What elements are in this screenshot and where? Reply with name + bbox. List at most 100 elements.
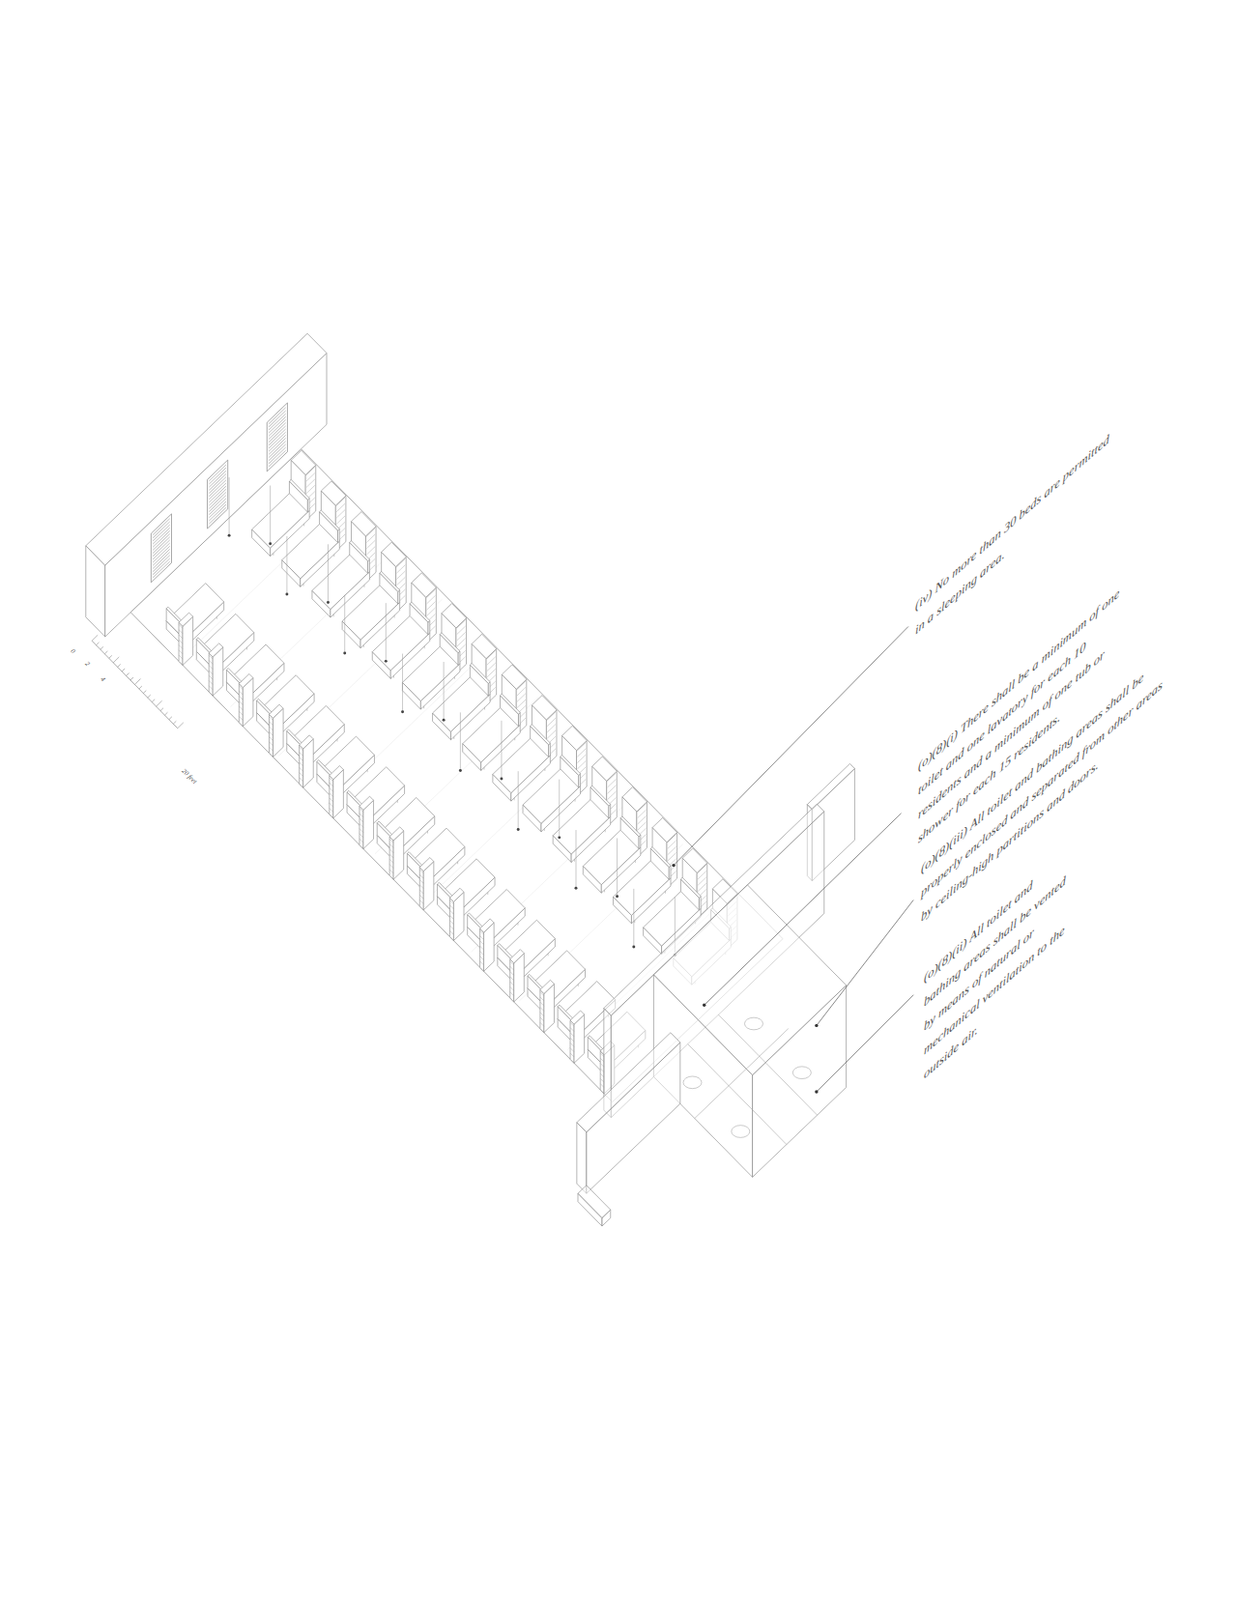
light-cord [402,654,403,713]
locker-hatch [607,791,617,800]
light-cord [632,889,634,948]
locker-hatch [667,840,677,849]
locker-hatch [208,686,213,691]
locker-hatch [576,742,586,750]
locker-hatch [336,516,346,524]
locker [329,766,345,780]
locker [531,695,557,720]
locker-hatch [306,473,316,482]
bed-headboard [608,804,611,818]
scale-line [91,640,178,728]
bed-headboard [379,571,401,592]
locker [238,684,243,727]
locker-hatch [667,852,677,861]
scale-tick [134,679,141,686]
locker-hatch [389,849,394,854]
locker [622,787,648,812]
window-blind [208,486,227,503]
bed-headboard [368,559,371,574]
locker-hatch [359,813,364,818]
window-blind [208,501,227,518]
light-cord [286,536,288,595]
locker [471,633,497,659]
locker-hatch [540,992,545,997]
back-wall [86,333,327,566]
locker-hatch [389,854,394,859]
wall-panel [806,763,855,809]
window-blind [152,524,171,542]
locker-hatch [366,540,375,548]
locker-hatch [546,718,556,726]
locker-hatch [570,1028,575,1033]
locker-hatch [637,815,647,824]
fixture-symbol [683,1076,702,1090]
locker-hatch [329,807,334,812]
bed-headboard [428,620,431,634]
locker [682,848,708,873]
bed [346,767,405,824]
light-cord [443,661,445,720]
locker [389,827,404,841]
locker-hatch [299,767,304,772]
leader-dot [814,1090,818,1094]
bed [257,675,316,732]
locker [208,653,213,696]
locker-hatch [570,1033,575,1037]
locker-hatch [306,485,316,493]
locker [510,949,525,964]
locker-hatch [419,890,424,894]
scale-tick [130,677,134,681]
locker-hatch [329,787,334,792]
locker [290,450,317,475]
scale-tick [177,722,184,729]
light-fixture [442,719,446,722]
locker-hatch [576,760,586,769]
locker-hatch [329,803,334,807]
locker-hatch [178,639,183,644]
locker-hatch [397,571,406,579]
window-blind [208,504,227,521]
window-blind [268,410,287,428]
locker-hatch [419,874,424,879]
locker [510,959,515,1003]
bed [406,828,465,885]
bed-headboard [307,498,310,513]
window-blind [208,498,227,516]
locker-hatch [419,879,424,884]
bed [196,613,255,670]
locker [299,735,315,749]
locker-hatch [517,699,526,708]
locker-hatch [540,1017,545,1022]
locker-hatch [208,675,213,680]
light-fixture [517,828,520,832]
locker-hatch [178,624,183,629]
locker-hatch [397,558,406,567]
fixture-symbol [731,1125,750,1139]
scale-number: 0 [68,647,78,657]
light-cord [460,712,461,771]
locker-hatch [268,716,273,720]
locker-hatch [299,757,304,762]
window-blind [208,473,227,490]
locker [381,542,407,567]
locker-hatch [366,534,375,543]
locker-hatch [238,686,243,691]
bed-headboard [488,682,490,696]
window-blind [152,548,171,566]
locker-hatch [480,935,485,940]
locker [480,919,495,933]
leader-dot [702,1004,706,1007]
locker-hatch [419,885,424,890]
locker-hatch [449,910,454,915]
locker [419,867,424,911]
leader-dot [814,1024,818,1028]
window-blind [208,483,227,500]
light-cord [517,771,519,830]
locker [540,989,545,1033]
locker-hatch [329,777,334,782]
window-blind [268,419,287,436]
locker-hatch [397,576,406,585]
locker-hatch [419,899,424,904]
bed-headboard [439,632,461,654]
